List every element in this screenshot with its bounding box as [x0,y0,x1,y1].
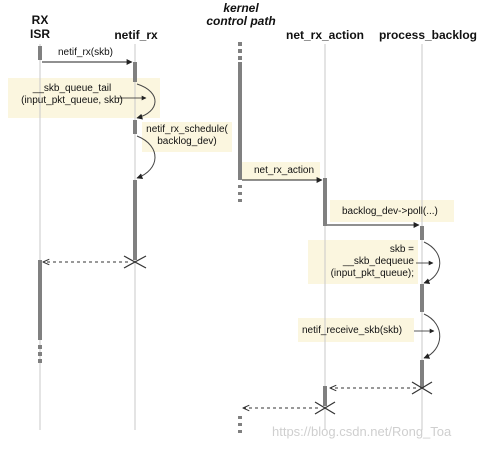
selfcall-schedule [136,135,156,180]
header-process-backlog: process_backlog [378,28,478,42]
activation-net-rx-action-2 [323,386,327,406]
label-netif-rx-call: netif_rx(skb) [58,47,114,58]
note-skb-queue-tail: __skb_queue_tail (input_pkt_queue, skb) [12,83,132,107]
activation-process-backlog-1 [420,226,424,240]
note-netif-rx-schedule-line2: backlog_dev) [157,136,217,147]
activation-netif-rx-1 [133,62,137,82]
note-skb-queue-tail-line1: __skb_queue_tail [32,83,112,94]
continuation-dots [38,42,242,433]
activation-netif-rx-2 [133,120,137,134]
header-kernel-line1: kernel [223,1,259,15]
note-netif-rx-schedule-line1: netif_rx_schedule( [146,124,228,135]
label-receive: netif_receive_skb(skb) [302,325,403,336]
note-dequeue: skb = __skb_dequeue (input_pkt_queue); [310,244,414,280]
header-rx-isr-line1: RX [31,13,49,27]
note-dequeue-line1: skb = [389,244,414,255]
selfcall-queue-tail [136,83,156,120]
terminate-netif-rx-icon [123,255,147,269]
note-netif-rx-schedule: netif_rx_schedule( backlog_dev) [144,124,230,148]
activation-rx-isr-1 [38,46,42,60]
label-net-rx-action-call: net_rx_action [254,165,315,176]
header-rx-isr-line2: ISR [29,27,50,41]
note-dequeue-bg [308,240,418,284]
note-skb-queue-tail-line2: (input_pkt_queue, skb) [21,95,123,106]
header-netif-rx: netif_rx [114,28,158,42]
note-net-rx-action-bg [240,162,320,180]
selfcall-dequeue [423,241,441,285]
note-dequeue-line3: (input_pkt_queue); [330,268,414,279]
header-kernel-line2: control path [206,14,276,28]
watermark: https://blog.csdn.net/Rong_Toa [272,424,452,439]
header-net-rx-action: net_rx_action [285,28,365,42]
note-netif-rx-schedule-bg [142,122,232,152]
activation-net-rx-action-1 [323,178,327,226]
note-dequeue-line2: __skb_dequeue [342,256,414,267]
header-rx-isr: RX ISR [22,13,58,41]
activation-netif-rx-3 [133,180,137,260]
terminate-process-backlog-icon [411,381,433,395]
activation-process-backlog-3 [420,360,424,388]
label-poll: backlog_dev->poll(...) [342,206,438,217]
terminate-net-rx-action-icon [314,401,336,415]
activation-process-backlog-2 [420,284,424,312]
activation-kernel [238,62,242,180]
header-kernel-control-path: kernel control path [196,2,286,28]
note-poll-bg [330,200,454,222]
selfcall-receive [423,313,441,359]
activation-rx-isr-2 [38,260,42,340]
note-receive-bg [298,318,414,342]
